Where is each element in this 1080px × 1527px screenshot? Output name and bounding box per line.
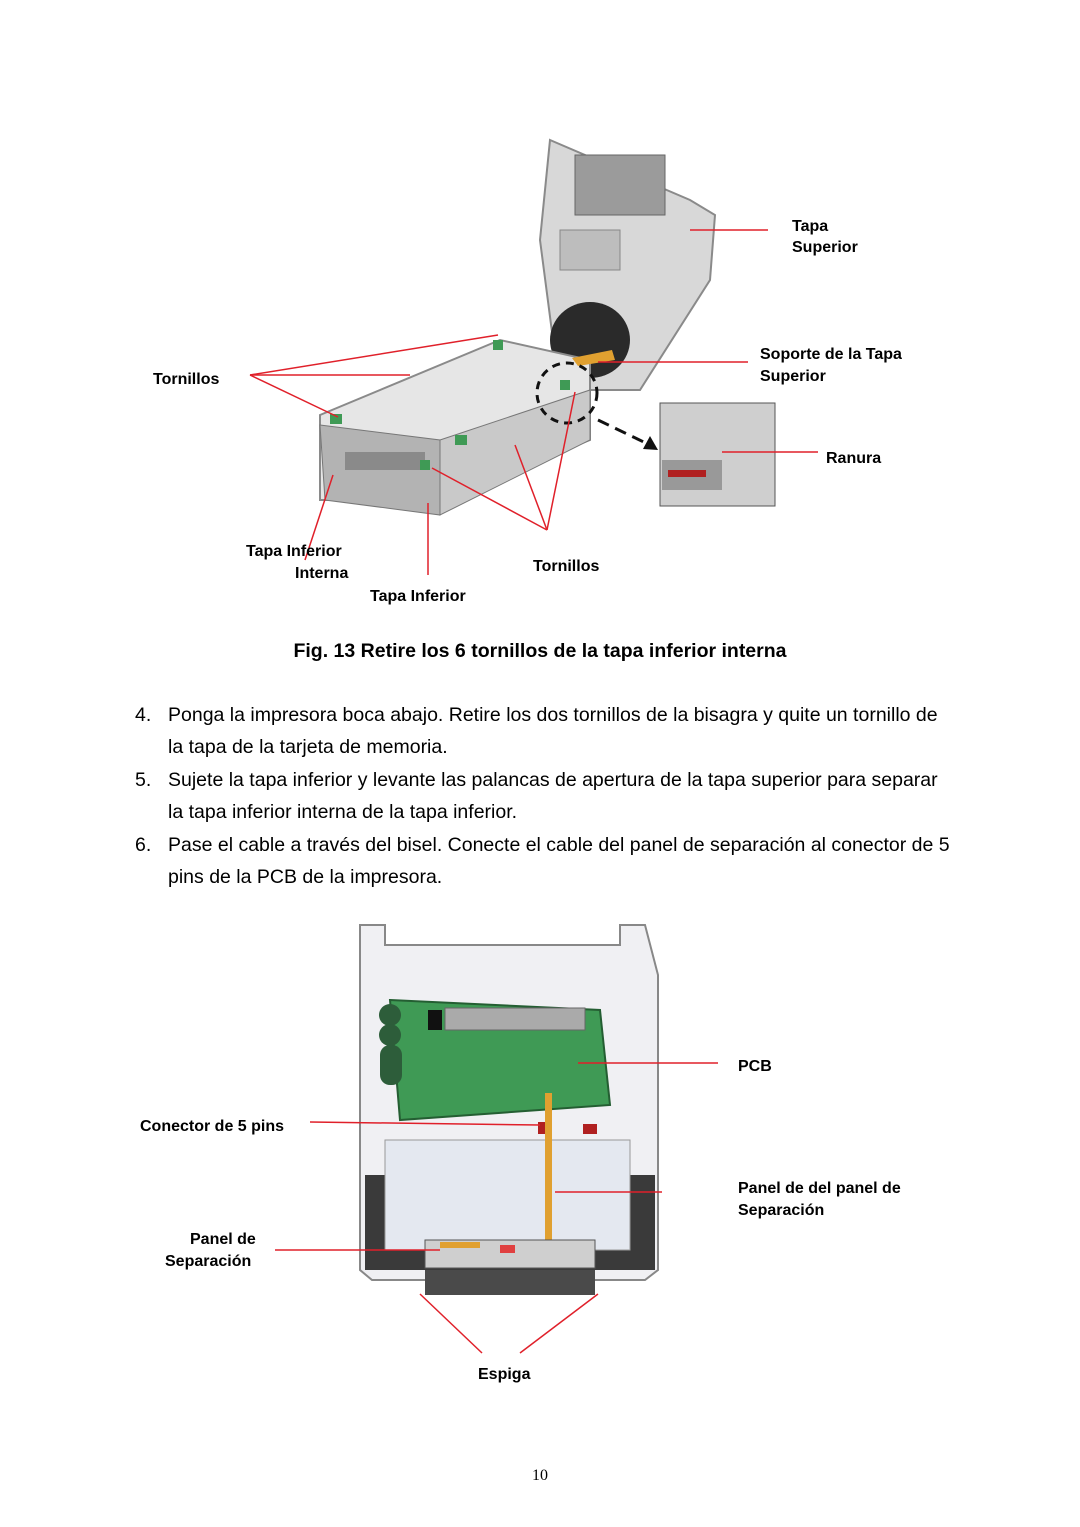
- step-text: Sujete la tapa inferior y levante las pa…: [168, 769, 938, 823]
- figure-caption: Fig. 13 Retire los 6 tornillos de la tap…: [293, 640, 787, 662]
- step-text: Ponga la impresora boca abajo. Retire lo…: [168, 704, 938, 758]
- zoom-circle: [535, 361, 599, 425]
- label-tapa-inferior: Tapa Inferior: [370, 588, 466, 605]
- print-head: [574, 154, 666, 216]
- label-soporte-2: Superior: [760, 368, 826, 385]
- label-ranura: Ranura: [826, 450, 882, 467]
- label-espiga: Espiga: [478, 1366, 531, 1383]
- label-tornillos-bottom: Tornillos: [533, 558, 600, 575]
- chip: [428, 1010, 442, 1030]
- screw-marker: [420, 460, 430, 470]
- label-panel-sep-2: Separación: [165, 1253, 252, 1270]
- label-tornillos-left: Tornillos: [153, 371, 220, 388]
- label-tapa-superior-1: Tapa: [792, 218, 829, 235]
- capacitor: [379, 1024, 401, 1046]
- screw-marker: [493, 340, 503, 350]
- panel-contacts: [440, 1242, 480, 1248]
- label-tapa-inferior-interna-2: Interna: [295, 565, 349, 582]
- screw-marker: [455, 435, 467, 445]
- page-number: 10: [532, 1467, 548, 1484]
- printer-open-illustration: [249, 138, 818, 575]
- cable: [545, 1093, 552, 1248]
- connector: [583, 1124, 597, 1134]
- screw-marker: [560, 380, 570, 390]
- figure-pcb: PCB Conector de 5 pins Panel de del pane…: [0, 915, 1080, 1395]
- step-number: 5.: [135, 769, 152, 791]
- step-item: 6. Pase el cable a través del bisel. Con…: [135, 830, 955, 893]
- paper-exit: [345, 452, 425, 470]
- label-tapa-superior-2: Superior: [792, 239, 858, 256]
- slot-marker: [668, 470, 706, 477]
- step-number: 6.: [135, 834, 152, 856]
- label-conector: Conector de 5 pins: [140, 1118, 285, 1135]
- inset-detail: [659, 402, 776, 507]
- arrowhead: [643, 436, 658, 450]
- instruction-steps: 4. Ponga la impresora boca abajo. Retire…: [135, 700, 955, 895]
- label-panel-del-panel-2: Separación: [738, 1202, 825, 1219]
- step-item: 4. Ponga la impresora boca abajo. Retire…: [135, 700, 955, 763]
- label-panel-sep-1: Panel de: [190, 1231, 256, 1248]
- connector-strip: [444, 1007, 586, 1031]
- separation-panel-front: [425, 1270, 595, 1295]
- callout-lines: [275, 1062, 718, 1354]
- label-tapa-inferior-interna-1: Tapa Inferior: [246, 543, 342, 560]
- panel-connector: [500, 1245, 515, 1253]
- dashed-arrow: [597, 418, 651, 447]
- label-panel-del-panel-1: Panel de del panel de: [738, 1180, 901, 1197]
- step-item: 5. Sujete la tapa inferior y levante las…: [135, 765, 955, 828]
- step-number: 4.: [135, 704, 152, 726]
- capacitor: [379, 1004, 401, 1026]
- label-pcb: PCB: [738, 1058, 772, 1075]
- printer-bottom-illustration: [275, 924, 718, 1354]
- screw-marker: [330, 414, 342, 424]
- lid-inner: [559, 229, 621, 271]
- inner-frame: [384, 1139, 631, 1251]
- callout-lines: [249, 229, 818, 575]
- figure-13: Tapa Superior Soporte de la Tapa Superio…: [0, 120, 1080, 620]
- label-soporte-1: Soporte de la Tapa: [760, 346, 902, 363]
- step-text: Pase el cable a través del bisel. Conect…: [168, 834, 950, 888]
- capacitor: [380, 1045, 402, 1085]
- base-side: [439, 389, 591, 516]
- top-cover-holder: [572, 350, 615, 366]
